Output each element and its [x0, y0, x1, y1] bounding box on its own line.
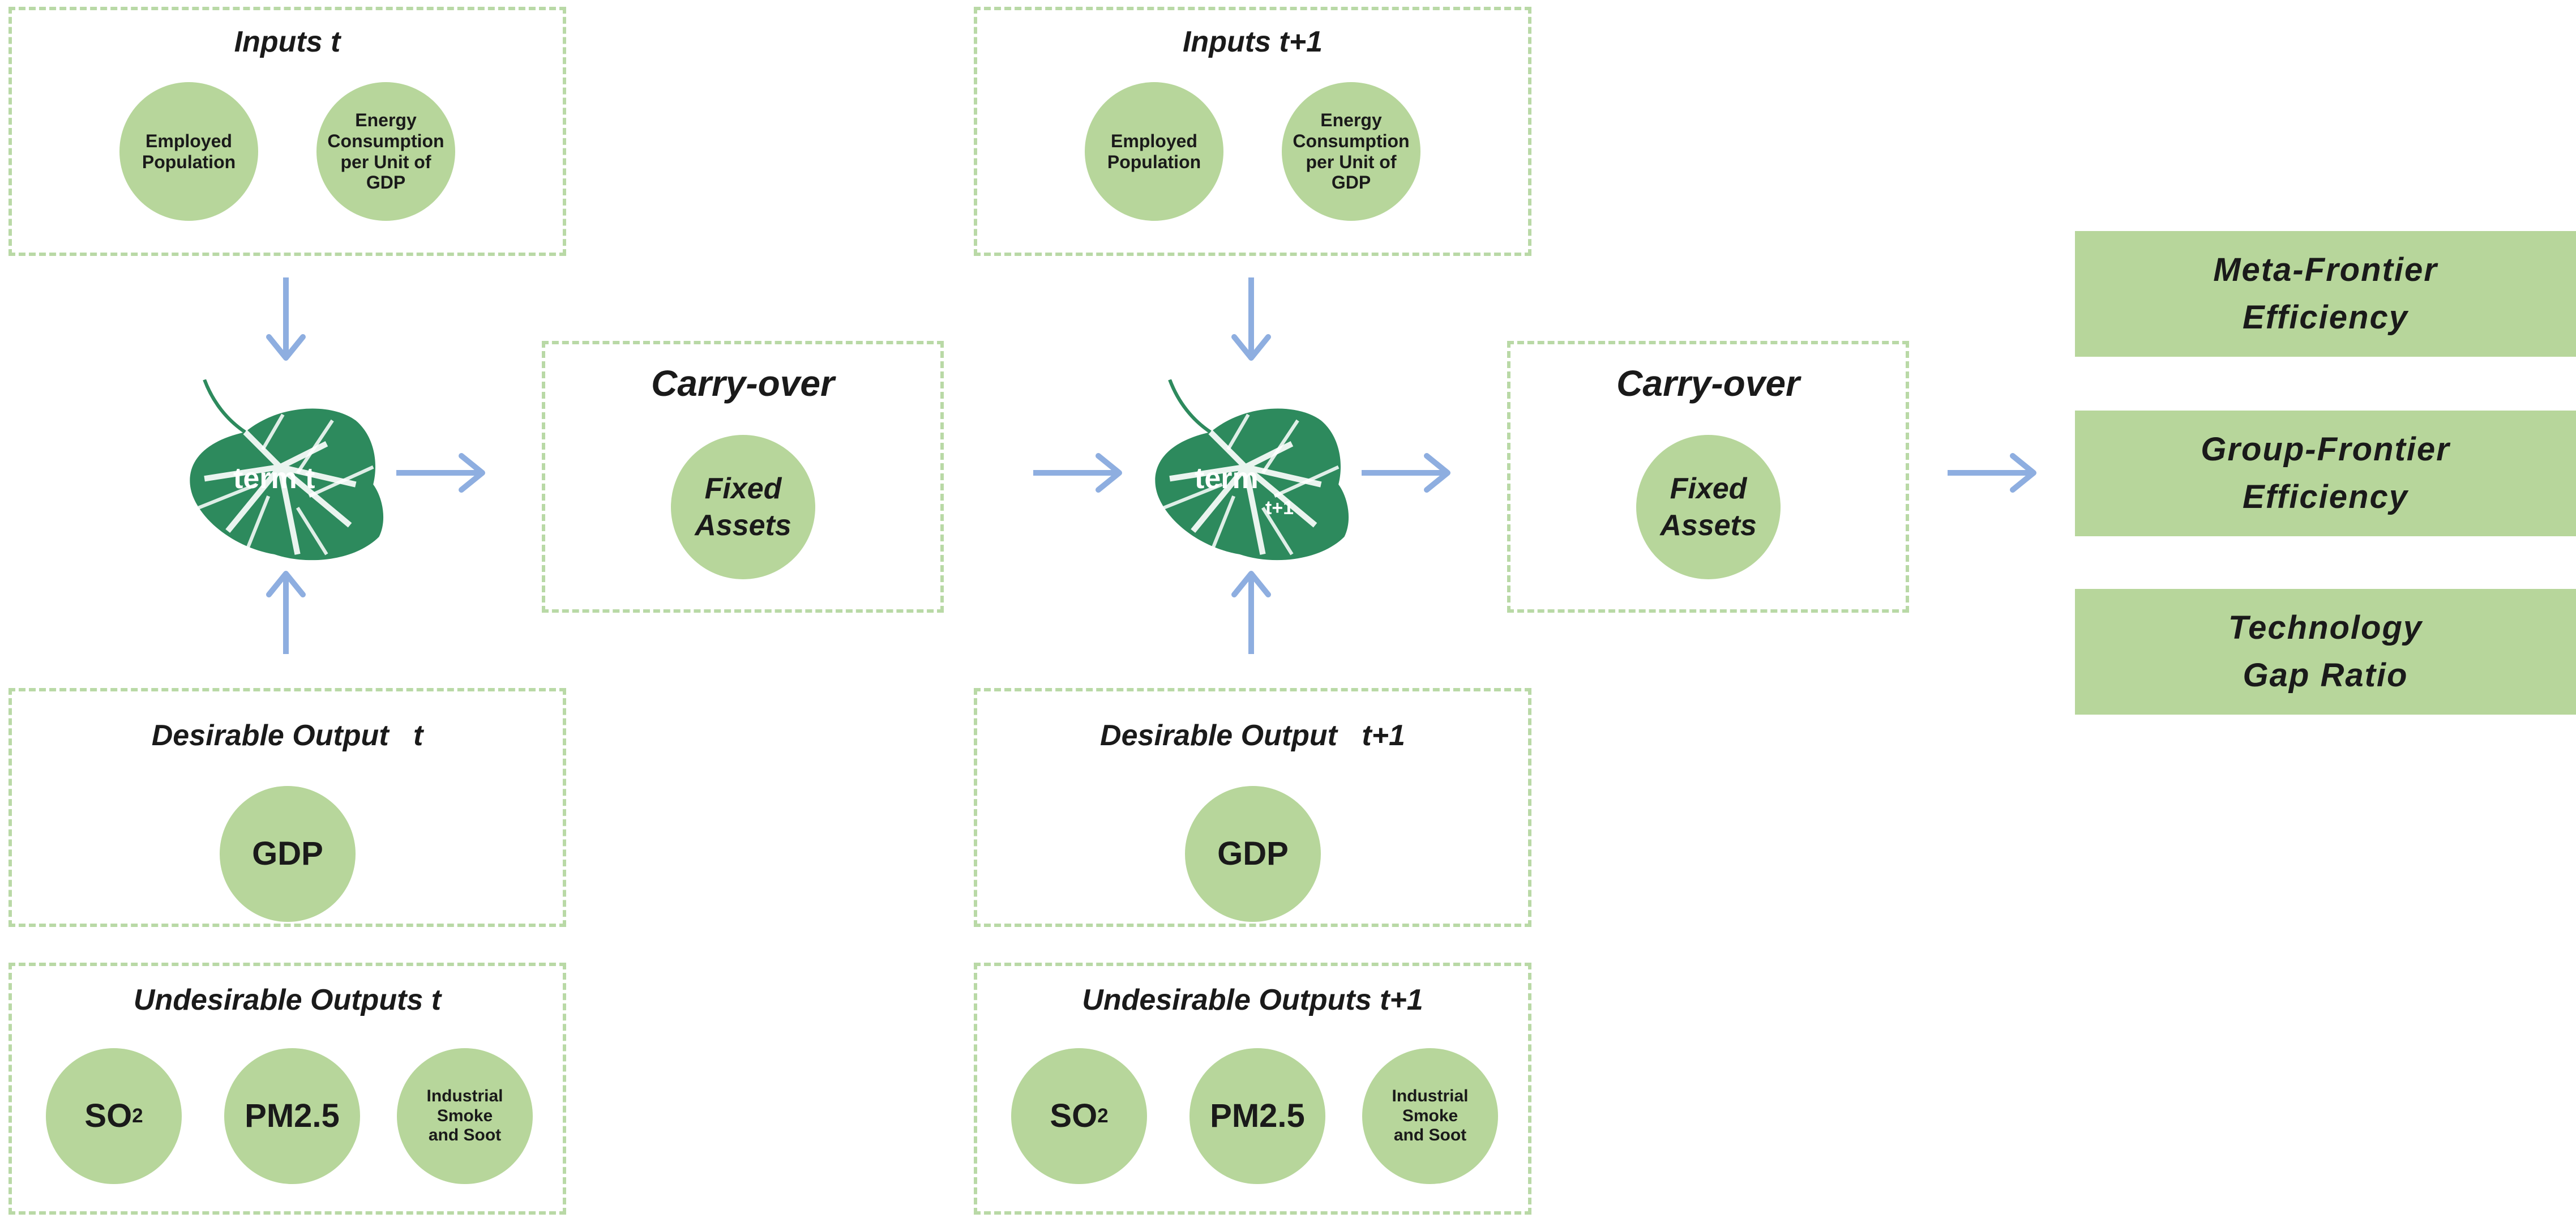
industrial-smoke-circle-t1: Industrial Smoke and Soot — [1362, 1048, 1498, 1184]
arrow-right-icon — [1948, 450, 2038, 495]
result-technology-gap-ratio: Technology Gap Ratio — [2075, 589, 2576, 715]
carryover-box-t1: Carry-over Fixed Assets — [1507, 341, 1909, 613]
fixed-assets-circle-t: Fixed Assets — [671, 435, 815, 579]
carryover-box-t: Carry-over Fixed Assets — [542, 341, 944, 613]
pm25-circle-t: PM2.5 — [224, 1048, 360, 1184]
term-subscript-t1: t+1 — [1265, 497, 1294, 519]
desirable-output-box-t: Desirable Output t GDP — [8, 688, 566, 927]
so2-text-t1: SO — [1050, 1097, 1098, 1134]
inputs-title-t: Inputs t — [234, 25, 341, 58]
so2-subscript-t: 2 — [132, 1104, 143, 1127]
input-employed-population-t1: Employed Population — [1085, 82, 1223, 221]
inputs-title-t1: Inputs t+1 — [1182, 25, 1323, 58]
undesirable-title-t: Undesirable Outputs t — [133, 984, 442, 1016]
carryover-title-t: Carry-over — [651, 363, 835, 404]
so2-text-t: SO — [84, 1097, 132, 1134]
term-label-t: term t — [233, 462, 315, 495]
desirable-title-t1: Desirable Output t+1 — [1100, 719, 1405, 752]
so2-subscript-t1: 2 — [1097, 1104, 1109, 1127]
input-energy-consumption-t1: Energy Consumption per Unit of GDP — [1282, 82, 1420, 221]
input-energy-consumption-t: Energy Consumption per Unit of GDP — [316, 82, 455, 221]
arrow-right-icon — [1033, 450, 1124, 495]
inputs-box-t: Inputs t Employed Population Energy Cons… — [8, 7, 566, 256]
inputs-box-t1: Inputs t+1 Employed Population Energy Co… — [974, 7, 1531, 256]
arrow-up-icon — [263, 569, 309, 654]
result-meta-frontier-efficiency: Meta-Frontier Efficiency — [2075, 231, 2576, 357]
gdp-circle-t1: GDP — [1185, 786, 1321, 922]
arrow-right-icon — [1362, 450, 1452, 495]
arrow-down-icon — [1229, 277, 1274, 362]
arrow-down-icon — [263, 277, 309, 362]
carryover-title-t1: Carry-over — [1616, 363, 1800, 404]
term-label-t1: term — [1195, 462, 1259, 495]
result-group-frontier-efficiency: Group-Frontier Efficiency — [2075, 411, 2576, 536]
undesirable-title-t1: Undesirable Outputs t+1 — [1082, 984, 1423, 1016]
arrow-right-icon — [396, 450, 487, 495]
gdp-circle-t: GDP — [220, 786, 356, 922]
arrow-up-icon — [1229, 569, 1274, 654]
pm25-circle-t1: PM2.5 — [1189, 1048, 1325, 1184]
desirable-output-box-t1: Desirable Output t+1 GDP — [974, 688, 1531, 927]
desirable-title-t: Desirable Output t — [151, 719, 423, 752]
input-employed-population-t: Employed Population — [119, 82, 258, 221]
industrial-smoke-circle-t: Industrial Smoke and Soot — [397, 1048, 533, 1184]
fixed-assets-circle-t1: Fixed Assets — [1636, 435, 1781, 579]
